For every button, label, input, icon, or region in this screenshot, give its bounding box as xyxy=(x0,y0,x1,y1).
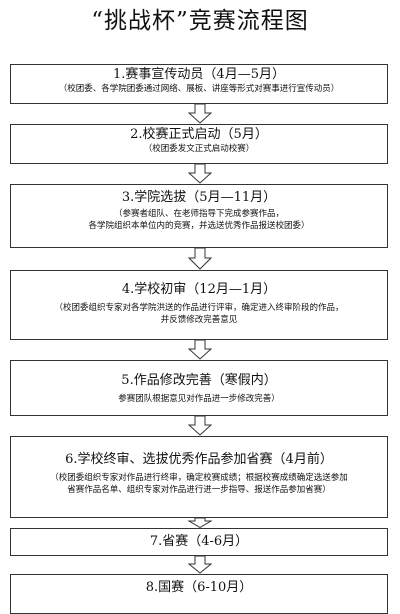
step-2-box: 2.校赛正式启动（5月） （校团委发文正式启动校赛） xyxy=(10,124,388,164)
step-4-box: 4.学校初审（12月—1月） （校团委组织专家对各学院洪送的作品进行评审，确定进… xyxy=(10,270,388,340)
step-3-title: 3.学院选拔（5月—11月） xyxy=(121,190,277,205)
step-4-title: 4.学校初审（12月—1月） xyxy=(121,282,277,297)
step-1-detail: （校团委、各学院团委通过网络、展板、讲座等形式对赛事进行宣传动员） xyxy=(58,84,340,94)
step-3-box: 3.学院选拔（5月—11月） （参赛者组队、在老师指导下完成参赛作品， 各学院组… xyxy=(10,184,388,248)
down-arrow-icon xyxy=(188,104,212,124)
step-5-box: 5.作品修改完善（寒假内） 参赛团队根据意见对作品进一步修改完善） xyxy=(10,360,388,416)
step-5-detail: 参赛团队根据意见对作品进一步修改完善） xyxy=(118,394,280,404)
page-title: “挑战杯”竞赛流程图 xyxy=(91,8,309,34)
down-arrow-icon xyxy=(188,248,212,270)
step-7-title: 7.省赛（4-6月） xyxy=(149,534,249,549)
down-arrow-icon xyxy=(188,556,212,574)
step-4-detail: （校团委组织专家对各学院洪送的作品进行评审，确定进入终审阶段的作品， 并反馈修改… xyxy=(54,303,344,325)
down-arrow-icon xyxy=(188,518,212,528)
step-7-box: 7.省赛（4-6月） xyxy=(10,528,388,556)
step-2-title: 2.校赛正式启动（5月） xyxy=(130,127,268,142)
down-arrow-icon xyxy=(188,164,212,184)
step-2-detail: （校团委发文正式启动校赛） xyxy=(143,144,255,154)
step-5-title: 5.作品修改完善（寒假内） xyxy=(121,373,277,388)
step-6-box: 6.学校终审、选拔优秀作品参加省赛（4月前） （校团委组织专家对作品进行终审，确… xyxy=(10,436,388,518)
step-6-title: 6.学校终审、选拔优秀作品参加省赛（4月前） xyxy=(65,452,333,467)
down-arrow-icon xyxy=(188,340,212,360)
down-arrow-icon xyxy=(188,416,212,436)
flowchart: 1.赛事宣传动员（4月—5月） （校团委、各学院团委通过网络、展板、讲座等形式对… xyxy=(10,64,388,614)
step-1-box: 1.赛事宣传动员（4月—5月） （校团委、各学院团委通过网络、展板、讲座等形式对… xyxy=(10,64,388,104)
step-1-title: 1.赛事宣传动员（4月—5月） xyxy=(113,67,285,82)
step-8-box: 8.国赛（6-10月） xyxy=(10,574,388,614)
step-6-detail: （校团委组织专家对作品进行终审，确定校赛成绩；根据校赛成绩确定选送参加 省赛作品… xyxy=(50,473,348,495)
step-3-detail: （参赛者组队、在老师指导下完成参赛作品， 各学院组织本单位内的竞赛，并选送优秀作… xyxy=(88,209,310,231)
step-8-title: 8.国赛（6-10月） xyxy=(145,580,253,595)
